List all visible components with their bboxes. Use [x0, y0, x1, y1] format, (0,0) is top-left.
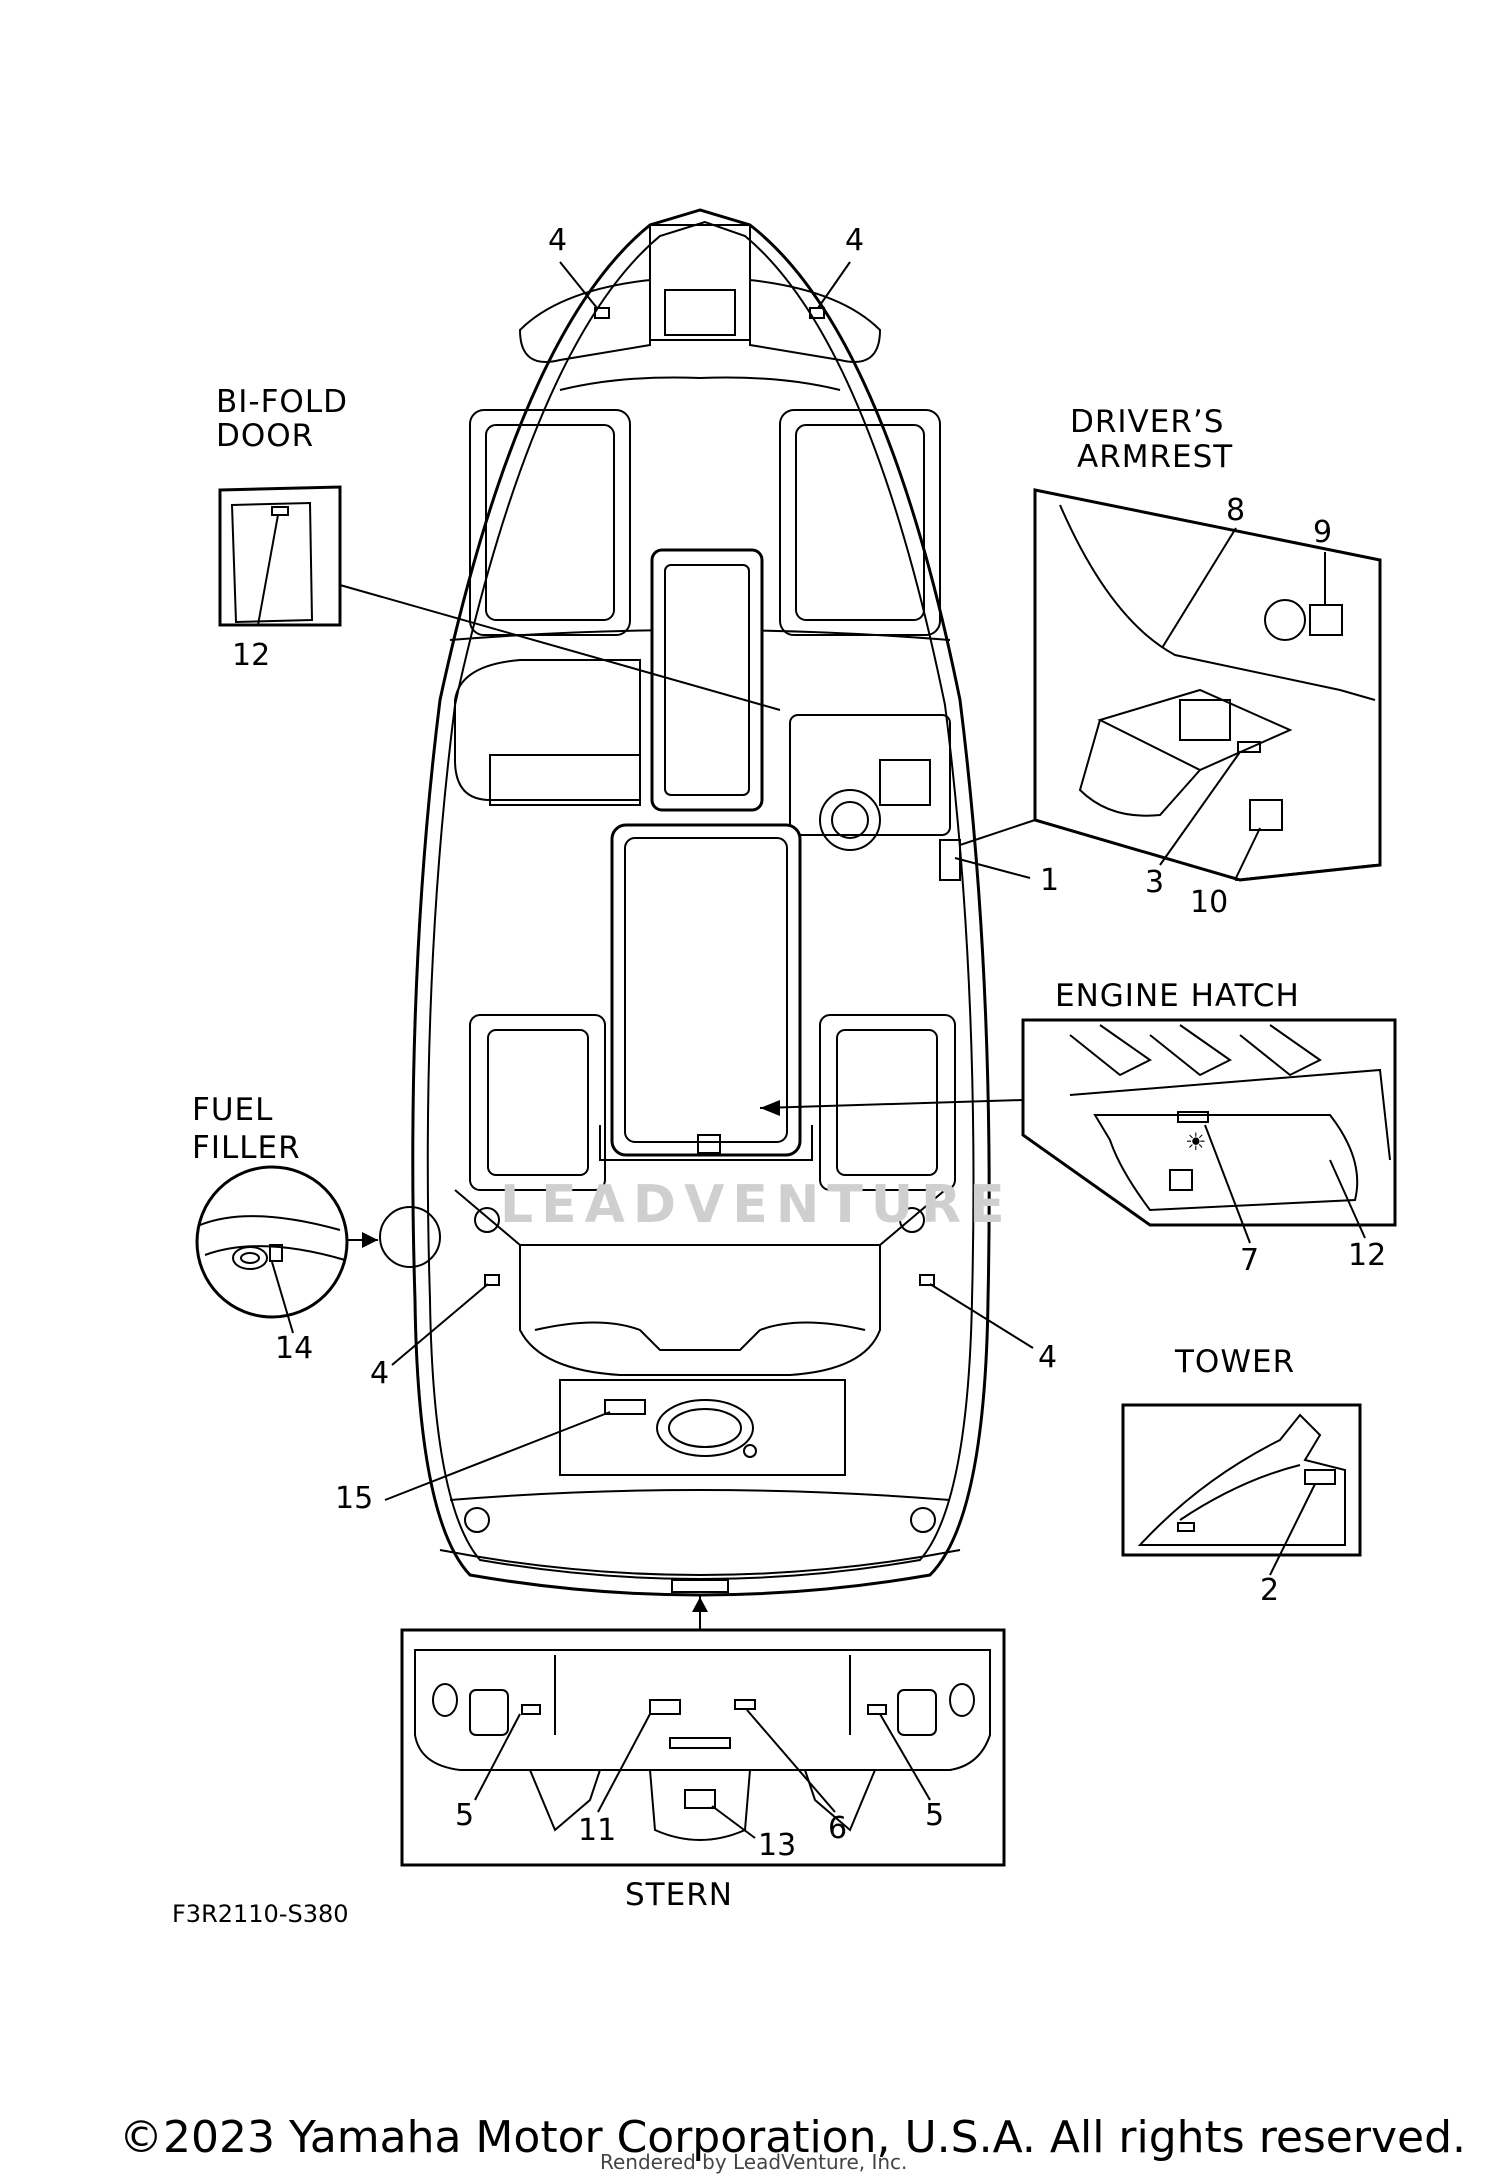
callout-hatch-7: 7 — [1240, 1243, 1259, 1278]
leader-1 — [954, 857, 1031, 879]
callout-hatch-12: 12 — [1348, 1238, 1386, 1273]
svg-text:☀: ☀ — [1185, 1128, 1207, 1156]
bifold-title-line2: DOOR — [216, 418, 314, 454]
fuel-title-line2: FILLER — [192, 1130, 301, 1166]
tower-title: TOWER — [1174, 1344, 1295, 1380]
bifold-door-detail: BI-FOLD DOOR 12 — [216, 384, 781, 711]
callout-stern-11: 11 — [578, 1813, 616, 1848]
callout-armrest-10: 10 — [1190, 885, 1228, 920]
armrest-title-line2: ARMREST — [1077, 439, 1233, 475]
boat-hull — [411, 208, 991, 1597]
callout-stern-5-left: 5 — [455, 1798, 474, 1833]
copyright-text: ©2023 Yamaha Motor Corporation, U.S.A. A… — [119, 2112, 1466, 2163]
callout-aft-right-4: 4 — [1038, 1340, 1057, 1375]
callout-aft-left-4: 4 — [370, 1356, 389, 1391]
watermark: LEADVENTURE — [500, 1175, 1013, 1235]
tower-detail: TOWER 2 — [1121, 1344, 1362, 1608]
stern-title: STERN — [625, 1877, 733, 1913]
armrest-title-line1: DRIVER’S — [1070, 404, 1224, 440]
callout-stern-5-right: 5 — [925, 1798, 944, 1833]
engine-hatch-title: ENGINE HATCH — [1055, 978, 1300, 1014]
fuel-filler-detail: FUEL FILLER 14 — [192, 1092, 441, 1366]
callout-fuel-14: 14 — [275, 1331, 313, 1366]
callout-main-1: 1 — [1040, 863, 1059, 898]
callout-armrest-8: 8 — [1226, 493, 1245, 528]
callout-bow-left-4: 4 — [548, 223, 567, 258]
callout-armrest-3: 3 — [1145, 865, 1164, 900]
callout-armrest-9: 9 — [1313, 515, 1332, 550]
bifold-title-line1: BI-FOLD — [216, 384, 348, 420]
callout-bow-right-4: 4 — [845, 223, 864, 258]
callout-stern-6: 6 — [828, 1811, 847, 1846]
engine-hatch-detail: ENGINE HATCH ☀ 7 12 — [759, 978, 1397, 1278]
figure-code: F3R2110-S380 — [172, 1900, 349, 1928]
stern-detail: 5 11 13 6 5 STERN — [400, 1595, 1006, 1913]
callout-tower-2: 2 — [1260, 1573, 1279, 1608]
fuel-title-line1: FUEL — [192, 1092, 273, 1128]
callout-stern-13: 13 — [758, 1828, 796, 1863]
callout-main-15: 15 — [335, 1481, 373, 1516]
armrest-detail: DRIVER’S ARMREST 8 9 3 10 — [959, 404, 1382, 920]
callout-bifold-12: 12 — [232, 638, 270, 673]
rendered-by-note: Rendered by LeadVenture, Inc. — [600, 2150, 908, 2174]
copyright-notice: ©2023 Yamaha Motor Corporation, U.S.A. A… — [0, 2112, 1500, 2163]
